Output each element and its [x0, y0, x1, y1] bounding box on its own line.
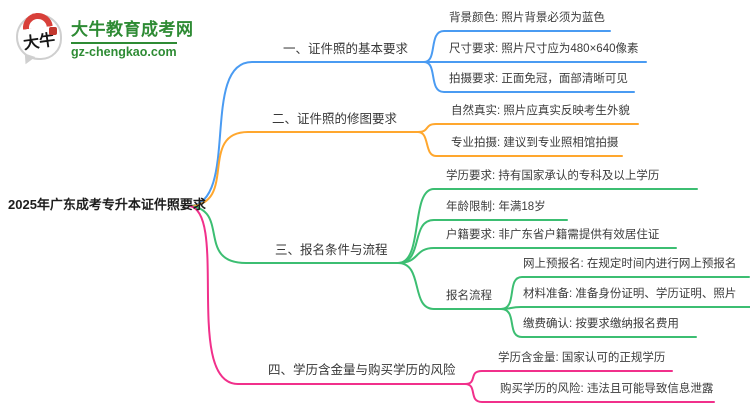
- red-seal-icon: [49, 27, 57, 35]
- root-topic: 2025年广东成考专升本证件照要求: [8, 197, 206, 212]
- node-signup-process: 报名流程: [446, 290, 492, 302]
- node-shooting-requirement: 拍摄要求: 正面免冠，面部清晰可见: [449, 73, 628, 85]
- connector-branch-1-child-3: [423, 61, 635, 93]
- node-payment-confirmation: 缴费确认: 按要求缴纳报名费用: [523, 318, 679, 330]
- connector-branch-1-child-1: [423, 30, 611, 63]
- connector-branch-4: [189, 205, 466, 385]
- node-professional-shooting: 专业拍摄: 建议到专业照相馆拍摄: [451, 137, 619, 149]
- connector-branch-2-child-2: [417, 131, 623, 157]
- logo-badge-icon: 大牛: [16, 11, 62, 67]
- node-online-pre-registration: 网上预报名: 在规定时间内进行网上预报名: [523, 258, 737, 270]
- node-residence-requirement: 户籍要求: 非广东省户籍需提供有效居住证: [446, 229, 660, 241]
- site-logo: 大牛 大牛教育成考网 gz-chengkao.com: [16, 11, 194, 67]
- node-age-limit: 年龄限制: 年满18岁: [446, 201, 546, 213]
- branch-1-label: 一、证件照的基本要求: [283, 42, 409, 56]
- node-background-color: 背景颜色: 照片背景必须为蓝色: [449, 12, 605, 24]
- connector-branch-3: [189, 205, 399, 264]
- site-name: 大牛教育成考网: [71, 20, 194, 39]
- branch-4-label: 四、学历含金量与购买学历的风险: [268, 363, 456, 377]
- node-education-requirement: 学历要求: 持有国家承认的专科及以上学历: [446, 170, 660, 182]
- node-diploma-value: 学历含金量: 国家认可的正规学历: [498, 352, 666, 364]
- branch-3-label: 三、报名条件与流程: [275, 243, 388, 257]
- connector-branch-3-child-3: [397, 247, 677, 264]
- connector-branch-3-child-1: [397, 188, 698, 264]
- connector-signup-child-3: [500, 308, 697, 338]
- site-url: gz-chengkao.com: [71, 42, 177, 59]
- branch-2-label: 二、证件照的修图要求: [272, 112, 398, 126]
- connector-branch-2: [189, 131, 419, 207]
- connector-branch-1: [189, 61, 425, 207]
- connector-branch-4-child-2: [464, 383, 715, 403]
- connector-branch-2-child-1: [417, 123, 639, 133]
- connector-signup-child-2: [500, 306, 750, 310]
- node-natural-real: 自然真实: 照片应真实反映考生外貌: [451, 105, 630, 117]
- node-size-requirement: 尺寸要求: 照片尺寸应为480×640像素: [449, 43, 639, 55]
- connector-branch-3-child-4: [397, 262, 502, 310]
- logo-text-block: 大牛教育成考网 gz-chengkao.com: [71, 15, 194, 59]
- node-buying-diploma-risk: 购买学历的风险: 违法且可能导致信息泄露: [500, 383, 714, 395]
- node-material-preparation: 材料准备: 准备身份证明、学历证明、照片: [523, 288, 737, 300]
